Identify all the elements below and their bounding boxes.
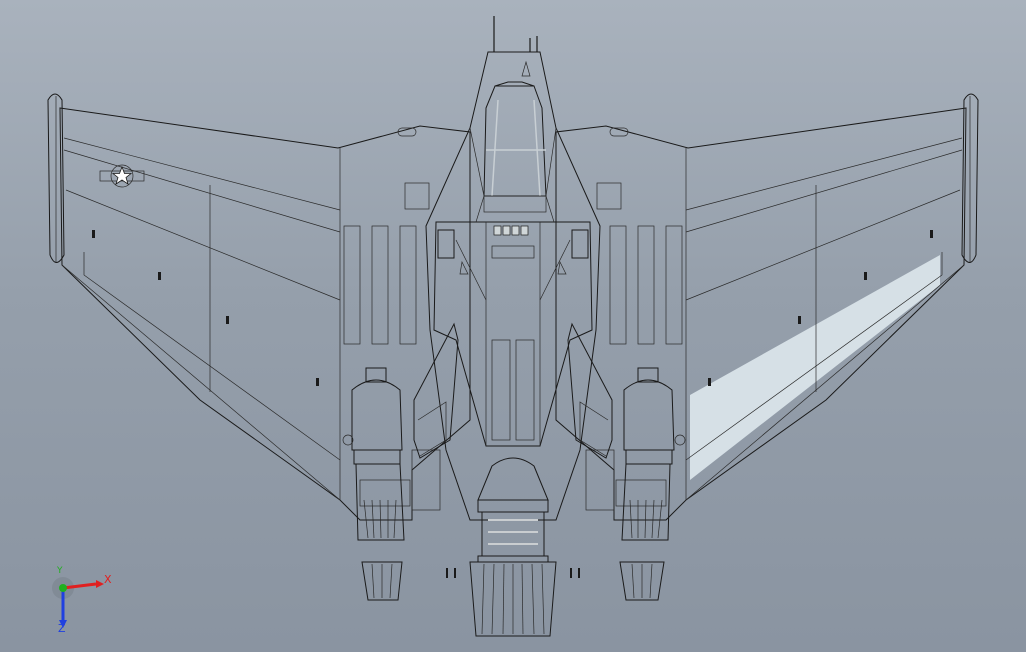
star-insignia-icon xyxy=(99,164,145,188)
left-wingtip-fin xyxy=(47,93,65,263)
left-engine-pod xyxy=(342,367,405,601)
triad-axes-icon xyxy=(52,577,104,628)
spine-panel-left xyxy=(491,339,511,441)
right-wingtip-fin xyxy=(961,93,979,263)
right-flap-shade xyxy=(690,255,940,480)
wing-marks xyxy=(92,230,933,386)
vent-grill xyxy=(493,225,529,236)
right-engine-pod xyxy=(619,367,686,601)
z-axis-label: Z xyxy=(58,622,66,635)
spine-panel-right xyxy=(515,339,535,441)
left-tail-fin xyxy=(413,322,459,459)
x-axis-label: X xyxy=(104,573,112,586)
nose-antennas xyxy=(493,16,538,52)
left-intake xyxy=(437,229,455,259)
rear-markers xyxy=(446,568,580,578)
center-engine xyxy=(469,457,557,637)
nose-marker-icon xyxy=(521,60,531,77)
fuselage-shade xyxy=(433,221,593,447)
left-wing-lines xyxy=(61,127,441,511)
right-wing-lines xyxy=(585,127,965,511)
right-tail-fin xyxy=(567,322,613,459)
y-axis-label: Y xyxy=(57,566,63,576)
right-wing xyxy=(555,107,967,521)
reference-triad: X Y Z xyxy=(50,566,120,640)
fuselage xyxy=(425,51,601,521)
cockpit-canopy xyxy=(469,81,557,223)
right-intake xyxy=(571,229,589,259)
